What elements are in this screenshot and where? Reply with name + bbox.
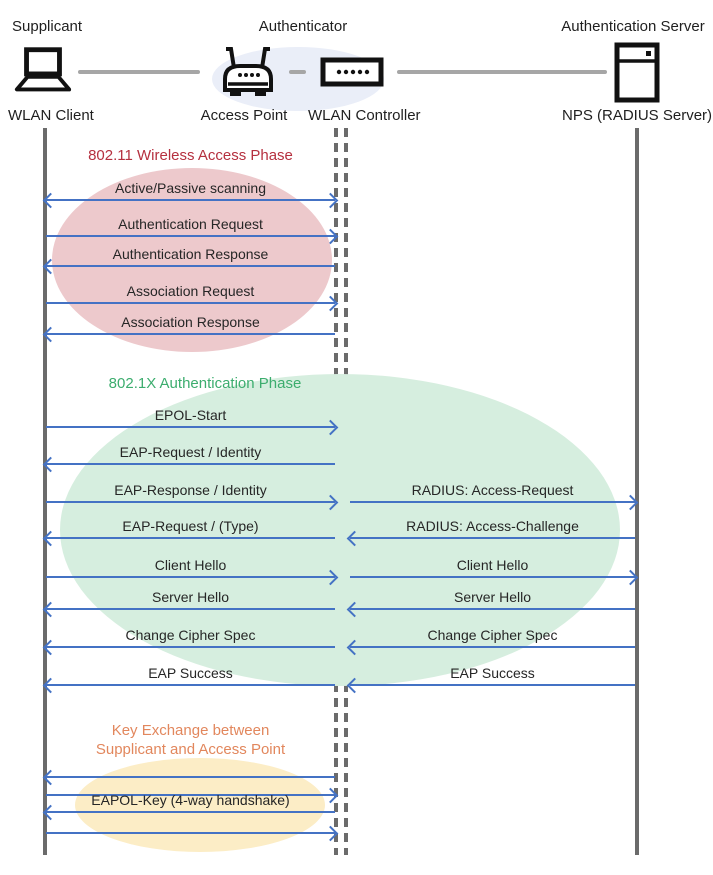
message-arrow [46, 494, 339, 510]
message: Change Cipher Spec [42, 627, 335, 655]
message: Client Hello [350, 557, 639, 585]
wlan-controller-icon [320, 57, 384, 92]
message-arrow [46, 569, 339, 585]
message-label: EPOL-Start [154, 407, 227, 423]
message: Authentication Response [42, 246, 335, 274]
message-arrow [46, 228, 339, 244]
message-label: Change Cipher Spec [125, 627, 256, 643]
role-label-supplicant: Supplicant [12, 18, 83, 35]
message: Association Request [46, 283, 339, 311]
message-label: Association Request [126, 283, 255, 299]
message-arrow [42, 677, 335, 693]
laptop-icon [12, 46, 74, 103]
message-arrow [46, 787, 339, 803]
message-label: Client Hello [456, 557, 529, 573]
message: EAP-Request / Identity [42, 444, 335, 472]
message: Change Cipher Spec [346, 627, 635, 655]
access-point-icon [217, 43, 279, 106]
message-label: Change Cipher Spec [427, 627, 558, 643]
message-label: Server Hello [151, 589, 230, 605]
message-arrow [42, 326, 335, 342]
key-exchange-title-line2: Supplicant and Access Point [95, 741, 286, 758]
message-arrow [46, 295, 339, 311]
message-label: RADIUS: Access-Challenge [406, 518, 579, 534]
message-arrow [42, 530, 335, 546]
key-exchange-title-line1: Key Exchange between [111, 722, 270, 739]
device-label-nps-radius-server: NPS (RADIUS Server) [562, 107, 713, 124]
message: Active/Passive scanning [42, 180, 339, 208]
connector-line [397, 70, 607, 74]
server-icon [614, 42, 660, 108]
message: Client Hello [46, 557, 339, 585]
message-label: Client Hello [154, 557, 227, 573]
message: EPOL-Start [46, 407, 339, 435]
message: EAP Success [346, 665, 635, 693]
message-label: Server Hello [453, 589, 532, 605]
lifeline-wlan-client [43, 128, 47, 855]
device-label-wlan-controller: WLAN Controller [308, 107, 421, 124]
message-label: Authentication Request [118, 216, 263, 232]
message-arrow [42, 601, 335, 617]
device-label-wlan-client: WLAN Client [8, 107, 94, 124]
message-label: EAP-Request / Identity [119, 444, 262, 460]
message-arrow [350, 494, 639, 510]
device-label-access-point: Access Point [200, 107, 288, 124]
message-label: EAP Success [148, 665, 233, 681]
message: RADIUS: Access-Challenge [346, 518, 635, 546]
dot1x-authentication-phase-title: 802.1X Authentication Phase [108, 375, 302, 392]
message: Authentication Request [46, 216, 339, 244]
message-label: EAP-Response / Identity [114, 482, 267, 498]
message-arrow [42, 769, 335, 785]
message-label: RADIUS: Access-Request [411, 482, 574, 498]
connector-line [78, 70, 200, 74]
message: EAP Success [42, 665, 335, 693]
message-arrow [42, 804, 335, 820]
message-arrow [42, 258, 335, 274]
message-label: Association Response [121, 314, 260, 330]
message-label: Active/Passive scanning [115, 180, 266, 196]
message-arrow [346, 530, 635, 546]
message [46, 787, 339, 803]
connector-line [289, 70, 306, 74]
message-label: Authentication Response [112, 246, 269, 262]
key-exchange-phase-ellipse [75, 758, 325, 852]
message-arrow [42, 192, 339, 208]
message: EAP-Response / Identity [46, 482, 339, 510]
message-label: EAP Success [450, 665, 535, 681]
wireless-access-phase-ellipse [52, 168, 332, 352]
message: EAP-Request / (Type) [42, 518, 335, 546]
role-label-authenticator: Authenticator [258, 18, 348, 35]
message-arrow [42, 456, 335, 472]
message [42, 769, 335, 785]
message-arrow [350, 569, 639, 585]
message-label: EAPOL-Key (4-way handshake) [91, 792, 290, 808]
message: Server Hello [346, 589, 635, 617]
message [46, 825, 339, 841]
role-label-authentication-server: Authentication Server [561, 18, 705, 35]
message-arrow [346, 639, 635, 655]
message-label: EAP-Request / (Type) [122, 518, 259, 534]
message: EAPOL-Key (4-way handshake) [42, 792, 335, 820]
message-arrow [46, 825, 339, 841]
lifeline-nps-server [635, 128, 639, 855]
message-arrow [346, 677, 635, 693]
message: Association Response [42, 314, 335, 342]
message: Server Hello [42, 589, 335, 617]
message-arrow [46, 419, 339, 435]
message: RADIUS: Access-Request [350, 482, 639, 510]
key-exchange-phase-title: Key Exchange between Supplicant and Acce… [46, 721, 335, 759]
message-arrow [346, 601, 635, 617]
wireless-access-phase-title: 802.11 Wireless Access Phase [88, 147, 293, 164]
message-arrow [42, 639, 335, 655]
